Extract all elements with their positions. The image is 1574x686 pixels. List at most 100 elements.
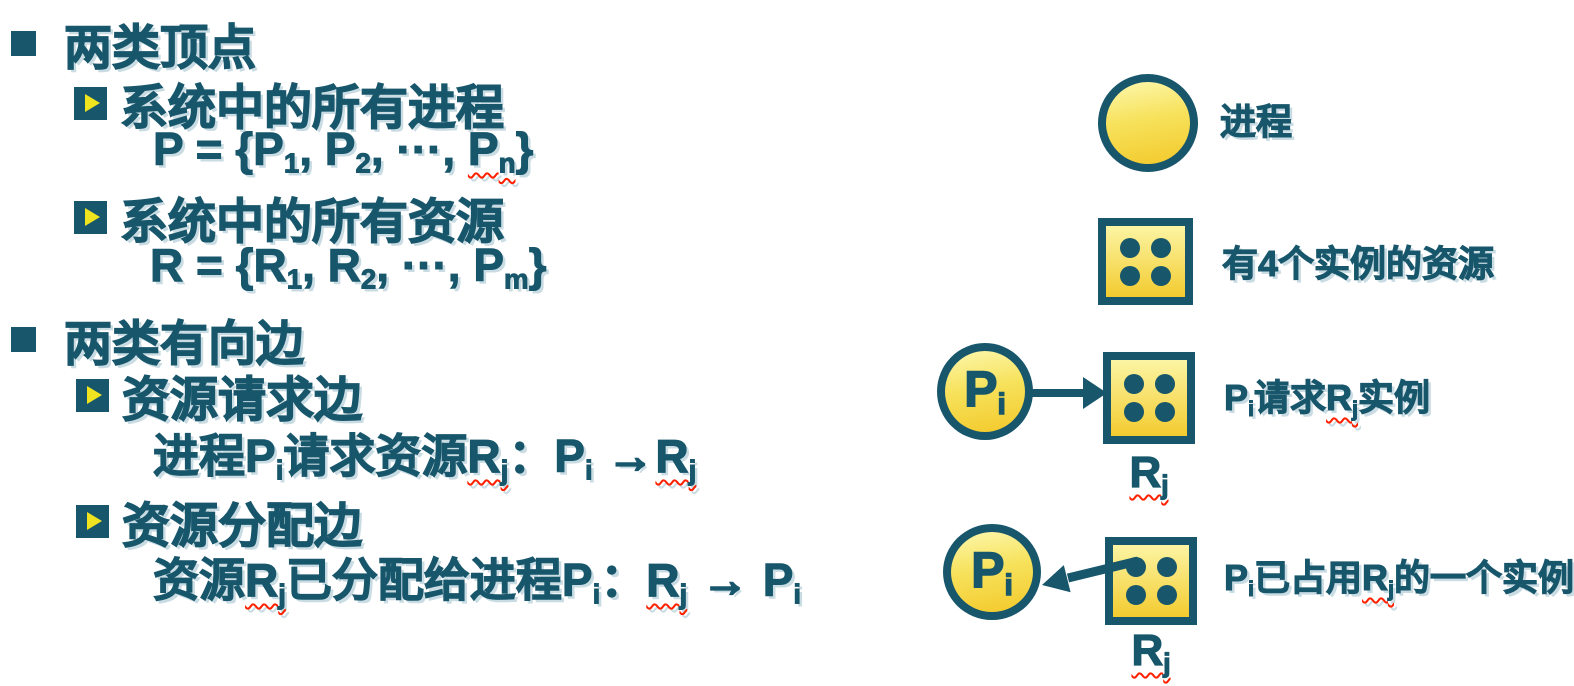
outline-text: 系统中的所有进程 (119, 81, 505, 135)
outline-text: 两类顶点 (63, 21, 257, 75)
assignment-edge-caption: Pi已占用Rj的一个实例 (1223, 554, 1574, 613)
outline-text: 两类有向边 (63, 317, 305, 371)
process-node-label: Pi (970, 541, 1013, 603)
text-segment: P (554, 430, 586, 483)
outline-item-assignment-edge: 资源分配边 (76, 486, 363, 556)
outline-item-all-resources: 系统中的所有资源 (74, 182, 505, 252)
assignment-process-node: Pi (943, 524, 1041, 620)
resource-instance-dot (1156, 585, 1177, 605)
text-segment: , ···, (370, 123, 468, 176)
text-segment: R (655, 430, 689, 483)
subscript: j (1352, 395, 1359, 421)
resource-instance-dot (1151, 237, 1171, 258)
subscript: i (1248, 395, 1255, 421)
subscript: i (275, 454, 284, 486)
process-node-label: Pi (963, 360, 1006, 423)
text-segment: 进程P (153, 430, 277, 483)
resource-instance-dot (1154, 374, 1175, 394)
resource-instance-dot (1154, 402, 1175, 422)
text-segment: P (473, 239, 505, 292)
triangle-icon (86, 512, 102, 530)
outline-item-request-edge: 资源请求边 (76, 360, 363, 430)
subscript: i (793, 578, 802, 610)
text-segment: 的一个实例 (1394, 557, 1574, 599)
request-process-node: Pi (937, 343, 1033, 440)
assignment-arrow-icon (1042, 556, 1140, 593)
text-segment: 请求资源 (283, 430, 468, 483)
subscript: m (504, 263, 530, 295)
text-segment: R (646, 554, 680, 607)
text-segment: } (528, 239, 547, 292)
outline-item-all-processes: 系统中的所有进程 (74, 68, 505, 138)
text-segment: 已占用 (1254, 557, 1363, 599)
subscript: 2 (355, 147, 371, 179)
resource-instance-dot (1123, 402, 1144, 422)
text-segment: , P (299, 123, 356, 176)
text-segment: ： (600, 554, 647, 607)
resource-instance-dot (1156, 557, 1177, 577)
request-arrow-icon (1027, 377, 1107, 409)
square-bullet-icon (11, 326, 36, 352)
outline-item-two-vertex-types: 两类顶点 (11, 8, 257, 78)
text-segment: R (1362, 557, 1389, 599)
subscript: j (679, 578, 688, 610)
resource-caption: 有4个实例的资源 (1221, 243, 1495, 285)
text-segment: R (244, 554, 279, 607)
request-resource-node (1103, 352, 1195, 444)
triangle-icon (86, 386, 102, 404)
text-segment: 已分配给进程P (285, 554, 593, 607)
text-segment: P (467, 123, 499, 176)
resource-set-formula: R = {R1, R2, ···, Pm} (150, 238, 547, 295)
formula-text: P = {P1, P2, ···, Pn} (153, 122, 534, 179)
resource-instance-dots (1120, 237, 1171, 286)
text-segment: P (1223, 377, 1249, 419)
arrow-glyph: → (606, 429, 655, 484)
text-segment: ： (508, 430, 555, 483)
text-segment: R (1326, 377, 1353, 419)
process-set-formula: P = {P1, P2, ···, Pn} (153, 122, 534, 179)
subscript: i (1248, 575, 1255, 601)
resource-instance-dot (1123, 374, 1144, 394)
play-bullet-icon (74, 86, 107, 120)
text-segment: P (749, 554, 794, 607)
assignment-resource-node (1105, 537, 1197, 625)
play-bullet-icon (76, 378, 109, 412)
process-caption: 进程 (1219, 101, 1293, 143)
subscript: i (584, 454, 593, 486)
text-segment: 实例 (1358, 377, 1431, 419)
subscript: j (1161, 470, 1170, 501)
text-segment: R (1131, 625, 1164, 675)
request-resource-name: Rj (1095, 447, 1203, 501)
arrow-glyph: → (701, 553, 750, 608)
square-bullet-icon (11, 30, 36, 56)
outline-item-two-edge-types: 两类有向边 (11, 304, 305, 374)
process-circle-symbol (1098, 74, 1198, 172)
text-segment: P (1223, 557, 1249, 599)
assignment-edge-formula: 资源Rj已分配给进程Pi：Rj → Pi (153, 544, 802, 610)
subscript: 1 (286, 263, 303, 295)
text-segment: P (963, 361, 998, 419)
request-edge-caption: Pi请求Rj实例 (1223, 374, 1431, 433)
triangle-icon (84, 208, 100, 226)
text-segment (687, 554, 700, 606)
subscript: n (498, 147, 516, 179)
subscript: j (1163, 648, 1172, 679)
text-segment: 请求 (1254, 377, 1327, 419)
assignment-resource-name: Rj (1097, 625, 1205, 679)
subscript: j (688, 454, 697, 486)
subscript: 2 (360, 263, 377, 295)
resource-square-symbol (1098, 218, 1193, 305)
resource-instance-dot (1120, 265, 1140, 286)
text-segment: R (1129, 447, 1162, 497)
subscript: i (592, 578, 601, 610)
resource-instance-dot (1120, 237, 1140, 258)
text-segment: P (970, 541, 1005, 599)
play-bullet-icon (76, 504, 109, 538)
subscript: j (278, 578, 287, 610)
formula-text: 进程Pi请求资源Rj：Pi →Rj (153, 420, 697, 486)
resource-instance-dots (1123, 374, 1175, 422)
formula-text: R = {R1, R2, ···, Pm} (150, 238, 547, 295)
text-segment: R (467, 430, 501, 483)
text-segment: } (515, 123, 534, 176)
formula-text: 资源Rj已分配给进程Pi：Rj → Pi (153, 544, 802, 610)
